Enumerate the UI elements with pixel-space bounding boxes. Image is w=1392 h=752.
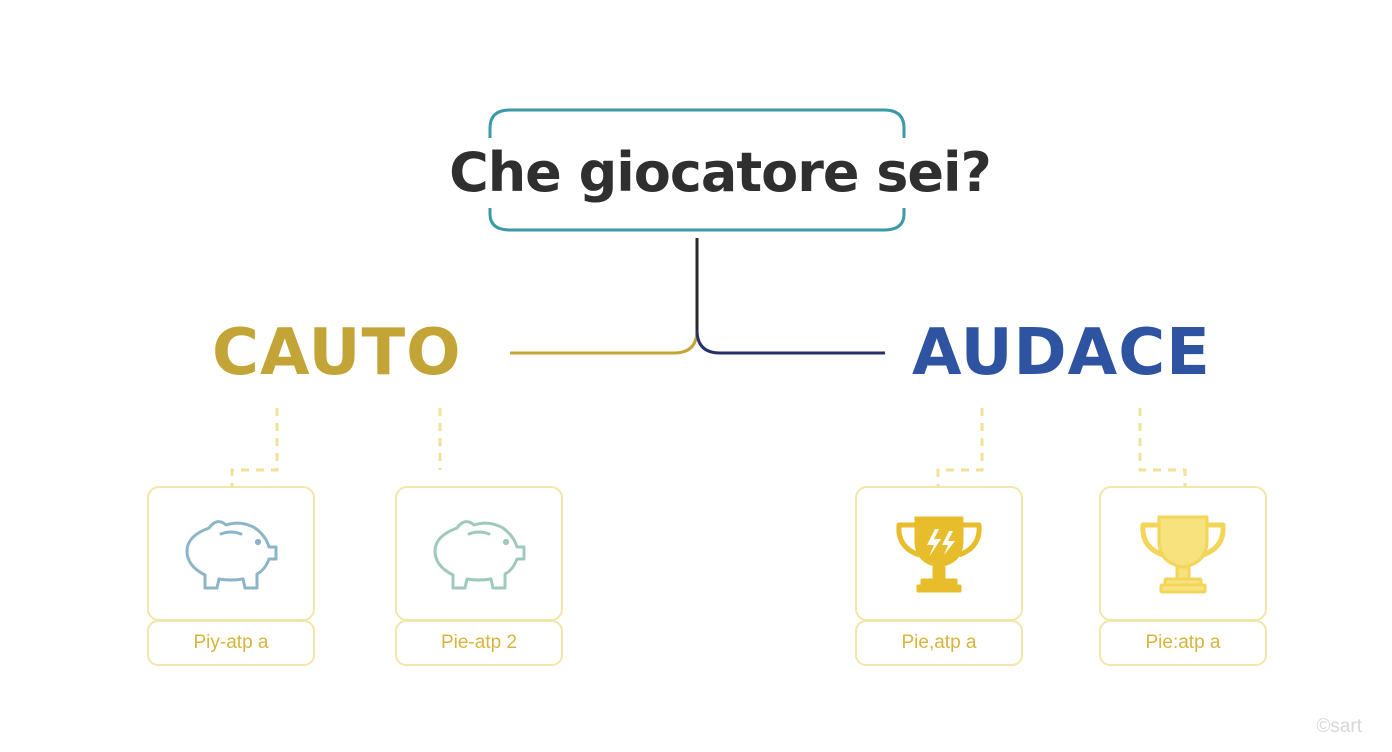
- card-trophy-1: [855, 486, 1023, 621]
- branch-line-left: [510, 329, 699, 355]
- diagram-title: Che giocatore sei?: [449, 141, 992, 204]
- card-label-2: Pie-atp 2: [395, 620, 563, 666]
- leader-card-4: [1138, 408, 1187, 488]
- card-label-3: Pie,atp a: [855, 620, 1023, 666]
- branch-label-cauto: CAUTO: [212, 316, 462, 390]
- branch-label-audace: AUDACE: [912, 316, 1211, 390]
- lightning-trophy-icon: [896, 516, 982, 592]
- title-frame-top: [488, 108, 906, 138]
- card-piggy-2: [395, 486, 563, 621]
- card-piggy-1: [147, 486, 315, 621]
- trophy-icon: [1140, 515, 1226, 593]
- card-trophy-2: [1099, 486, 1267, 621]
- branch-line-right: [695, 329, 885, 355]
- piggy-bank-icon: [433, 519, 526, 589]
- piggy-bank-icon: [185, 519, 278, 589]
- leader-card-3: [936, 408, 984, 488]
- watermark: ©sart: [1316, 716, 1362, 737]
- leader-card-1: [230, 408, 279, 488]
- card-label-1: Piy-atp a: [147, 620, 315, 666]
- card-label-4: Pie:atp a: [1099, 620, 1267, 666]
- title-frame-bottom: [488, 208, 906, 232]
